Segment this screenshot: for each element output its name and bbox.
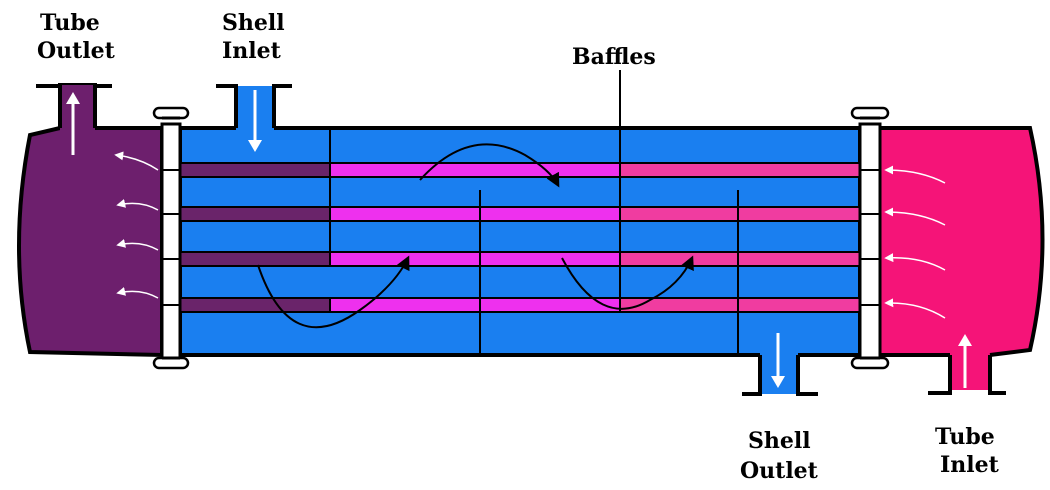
curved-arrow-icon	[257, 143, 694, 329]
tube-outlet-nozzle-outline	[36, 84, 112, 128]
shell-outlet-label-line2: Outlet	[740, 458, 819, 484]
tube-inlet-label-line2: Inlet	[940, 452, 1000, 478]
tube-inlet-flow-lines	[884, 165, 946, 319]
baffles	[329, 70, 739, 353]
shell-inlet-label: Shell Inlet	[222, 10, 285, 64]
tube-1-hot	[619, 162, 861, 178]
tube-3-mid	[329, 251, 621, 267]
tube-outlet-nozzle	[60, 85, 95, 135]
left-tubesheet	[152, 106, 190, 370]
up-arrow-icon	[958, 334, 972, 388]
tube-1-cold	[179, 162, 331, 178]
tube-inlet-header	[880, 128, 1043, 390]
tube-3-cold	[179, 251, 331, 267]
shell-outlet-label: Shell Outlet	[740, 428, 819, 484]
tube-inlet-header-outline	[880, 126, 1045, 357]
tube-2-cold	[179, 206, 331, 222]
tube-outlet-label-line1: Tube	[40, 10, 100, 36]
baffles-label: Baffles	[572, 44, 656, 70]
shell-flow-arrow-2	[419, 143, 560, 188]
tube-outlet-label-line2: Outlet	[37, 38, 116, 64]
tube-inlet-nozzle-outline	[928, 355, 1006, 395]
shell-outlet-label-line1: Shell	[748, 428, 811, 454]
shell-inlet-label-line2: Inlet	[222, 38, 282, 64]
tube-inlet-label-line1: Tube	[935, 424, 995, 450]
tube-1-mid	[329, 162, 621, 178]
down-arrow-icon	[771, 333, 785, 388]
tube-3-hot	[619, 251, 861, 267]
tube-2-mid	[329, 206, 621, 222]
tube-outlet-flow-lines	[114, 151, 159, 299]
tube-inlet-label: Tube Inlet	[935, 424, 1000, 478]
tube-outlet-label: Tube Outlet	[37, 10, 116, 64]
shell-inlet-nozzle-outline	[216, 84, 292, 128]
up-arrow-icon	[66, 92, 80, 155]
tube-4-cold	[179, 297, 331, 313]
shell-flow-arrow-3	[561, 255, 694, 310]
tube-2-hot	[619, 206, 861, 222]
right-tubesheet	[850, 106, 890, 370]
down-arrow-icon	[248, 90, 262, 152]
shell-flow-arrow-1	[257, 255, 410, 329]
tube-4-hot	[619, 297, 861, 313]
shell-inlet-label-line1: Shell	[222, 10, 285, 36]
shell-outlet-nozzle-outline	[742, 355, 818, 396]
